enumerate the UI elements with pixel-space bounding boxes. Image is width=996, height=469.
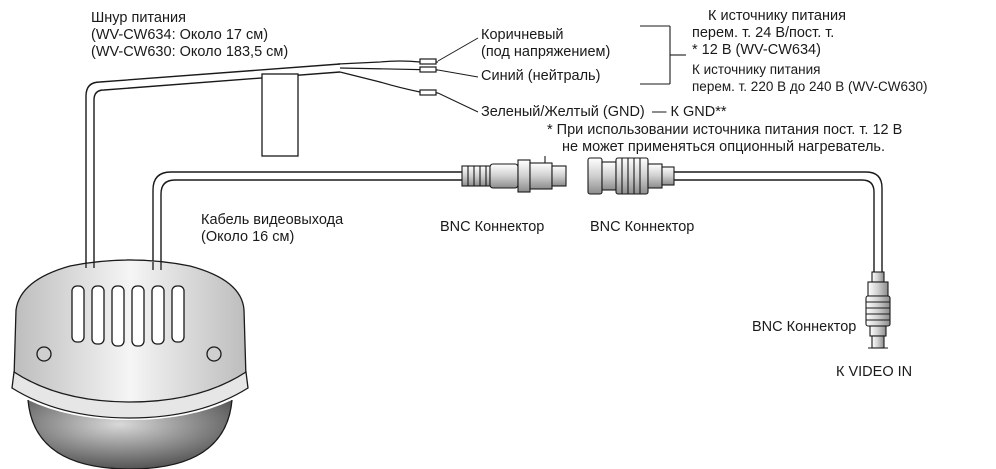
bnc-connector-3 [865, 271, 891, 349]
dome-camera [11, 259, 249, 469]
bnc-connector-1 [461, 156, 567, 193]
power-cord-length-630: (WV-CW630: Около 183,5 см) [91, 44, 289, 60]
wire-leaders [437, 37, 479, 113]
wire-brown-label: Коричневый [481, 27, 564, 43]
footnote-line1: * При использовании источника питания по… [547, 122, 903, 138]
bnc-connector-1-label: BNC Коннектор [440, 219, 545, 235]
power-source-line1: К источнику питания [708, 8, 846, 24]
power-cord-length-634: (WV-CW634: Около 17 см) [91, 27, 269, 43]
power-source-line4: К источнику питания [692, 62, 821, 77]
wire-blue-label: Синий (нейтраль) [481, 68, 601, 84]
power-cord [85, 63, 341, 268]
power-cord-title: Шнур питания [91, 10, 186, 26]
power-source-line3: * 12 В (WV-CW634) [692, 42, 821, 58]
video-cable-length: (Около 16 см) [201, 229, 295, 245]
video-cable-title: Кабель видеовыхода [201, 212, 344, 228]
video-in-label: К VIDEO IN [836, 364, 913, 380]
wire-green-yellow-label: Зеленый/Желтый (GND) [481, 104, 645, 120]
wire-ends [419, 58, 437, 96]
power-bracket [640, 25, 686, 85]
power-wires [337, 60, 439, 94]
bnc-connector-2 [587, 157, 675, 195]
bnc-connector-3-label: BNC Коннектор [752, 319, 857, 335]
video-cable [152, 171, 462, 270]
to-gnd-label: — К GND** [652, 104, 727, 120]
extension-cable [674, 171, 883, 272]
footnote-line2: не может применяться опционный нагревате… [562, 139, 885, 155]
cord-tag [261, 73, 299, 157]
power-source-line2: перем. т. 24 В/пост. т. [692, 25, 835, 41]
wire-brown-note: (под напряжением) [481, 44, 611, 60]
bnc-connector-2-label: BNC Коннектор [590, 219, 695, 235]
power-source-line5: перем. т. 220 В до 240 В (WV-CW630) [692, 79, 928, 94]
